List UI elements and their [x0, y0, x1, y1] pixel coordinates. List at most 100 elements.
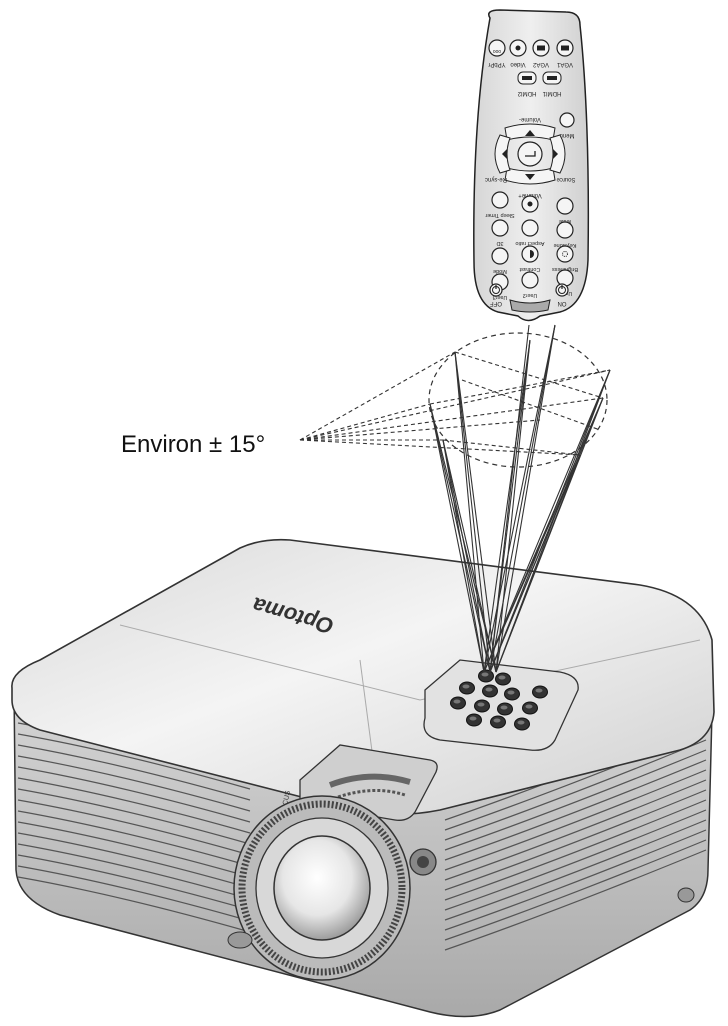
remote-mute-button[interactable]	[556, 197, 574, 215]
remote-menu-label: Menu	[559, 132, 574, 138]
vent-slat	[17, 821, 251, 878]
vent-slat	[17, 854, 251, 911]
range-circle	[428, 332, 608, 468]
lens	[233, 795, 411, 981]
vent-slat	[17, 766, 251, 823]
remote-sleep-timer-label: Sleep Timer	[485, 212, 515, 218]
remote-volume-minus-label: Volume-	[519, 116, 541, 122]
remote-input-label: VGA2	[532, 61, 549, 67]
remote-contrast-label: Contrast	[519, 266, 540, 272]
keypad-buttons[interactable]	[450, 669, 548, 731]
ir-beam-line	[489, 324, 556, 673]
angle-indicator-line	[299, 397, 604, 441]
remote-mute-label: Mute	[559, 218, 571, 224]
ir-beam-dashed	[429, 369, 611, 405]
projector: Optoma FOCUS	[11, 538, 715, 1018]
vent-slat	[17, 799, 251, 856]
ir-beam-line	[489, 324, 530, 673]
ir-beams	[299, 324, 611, 673]
vent-slat	[17, 733, 251, 790]
remote-on-button[interactable]	[555, 283, 569, 297]
remote-menu-button[interactable]	[559, 112, 575, 128]
vent-slat	[444, 759, 707, 861]
remote-input-label: YPbPr	[488, 61, 505, 67]
vent-slat	[444, 789, 707, 891]
vent-slat	[444, 739, 707, 841]
remote-3d-button[interactable]	[491, 219, 509, 237]
remote-user1-button[interactable]	[556, 269, 574, 287]
remote-on-label: ON	[558, 300, 567, 306]
vent-slat	[444, 819, 707, 921]
remote-resync-label: Re-sync	[485, 176, 507, 182]
angle-indicator-line	[299, 419, 541, 441]
vent-slat	[17, 832, 251, 889]
remote-off-button[interactable]	[489, 283, 503, 297]
remote-mode-label: Mode	[493, 268, 507, 274]
angle-label: Environ ± 15°	[121, 431, 265, 458]
remote-hdmi-label: HDMI1	[542, 90, 561, 96]
remote-hdmi-label: HDMI2	[517, 90, 536, 96]
vent-slat	[17, 810, 251, 867]
ir-beam-line	[454, 351, 497, 673]
remote-input-button[interactable]	[488, 39, 506, 57]
remote-input-label: Video	[510, 61, 526, 67]
remote-input-label: VGA1	[556, 61, 573, 67]
vent-slat	[17, 755, 251, 812]
remote-ypbpr-glyph: ooo	[493, 48, 502, 54]
vent-grille-right	[444, 719, 707, 951]
remote-buttons[interactable]: VGA1VGA2VideoYPbProooHDMI1HDMI2MenuVolum…	[485, 39, 578, 313]
ir-beam-line	[489, 369, 611, 673]
vent-slat	[444, 829, 707, 931]
vent-slat	[17, 788, 251, 845]
vent-slat	[444, 839, 707, 941]
angle-indicator-line	[299, 351, 456, 441]
ir-beam-dashed	[454, 351, 604, 399]
vent-slat	[444, 779, 707, 881]
remote-brightness-label: Brightness	[552, 266, 578, 272]
vent-slat	[17, 843, 251, 900]
remote-sleep-timer-button[interactable]	[491, 191, 509, 209]
vent-slat	[17, 777, 251, 834]
vent-slat	[444, 809, 707, 911]
remote-source-label: Source	[556, 176, 576, 182]
remote-keystone-button[interactable]	[556, 221, 574, 239]
ir-beam-line	[495, 454, 581, 673]
vent-slat	[444, 749, 707, 851]
vent-slat	[17, 865, 251, 922]
vent-slat	[444, 849, 707, 951]
ir-beam-line	[489, 454, 581, 673]
angle-indicator-line	[299, 369, 611, 441]
remote-user3-label: User3	[493, 294, 508, 300]
remote-3d-label: 3D	[496, 240, 503, 246]
remote-enter-button[interactable]	[517, 141, 543, 167]
angle-indicator-line	[299, 439, 581, 456]
vent-slat	[444, 769, 707, 871]
ir-beam-line	[495, 324, 556, 673]
ir-beam-line	[495, 339, 531, 673]
angle-indicator-line	[299, 403, 431, 441]
remote-aspect-ratio-button[interactable]	[521, 219, 539, 237]
remote-user2-button[interactable]	[521, 271, 539, 289]
ir-beam-line	[483, 339, 531, 673]
remote-mode-button[interactable]	[491, 247, 509, 265]
remote-volume-plus-label: Volume+	[518, 192, 542, 198]
ir-beam-line	[442, 439, 491, 673]
ir-beam-dashed	[442, 439, 581, 456]
remote-ir-emitter	[509, 299, 551, 313]
remote-keystone-label: Keystone	[554, 242, 577, 248]
projector-keypad	[423, 659, 579, 751]
remote-brightness-button[interactable]	[556, 245, 574, 263]
remote-control: VGA1VGA2VideoYPbProooHDMI1HDMI2MenuVolum…	[473, 9, 590, 322]
ir-beam-line	[429, 403, 491, 673]
ir-beam-dashed	[461, 379, 601, 431]
ir-beam-line	[429, 403, 485, 673]
vent-slat	[17, 744, 251, 801]
vent-slat	[444, 799, 707, 901]
remote-off-label: OFF	[490, 300, 502, 306]
remote-aspect-ratio-label: Aspect ratio	[515, 240, 544, 246]
vent-grille-left	[17, 711, 251, 933]
ir-beam-line	[442, 439, 497, 673]
remote-user2-label: User2	[523, 292, 538, 298]
vent-slat	[17, 876, 251, 933]
